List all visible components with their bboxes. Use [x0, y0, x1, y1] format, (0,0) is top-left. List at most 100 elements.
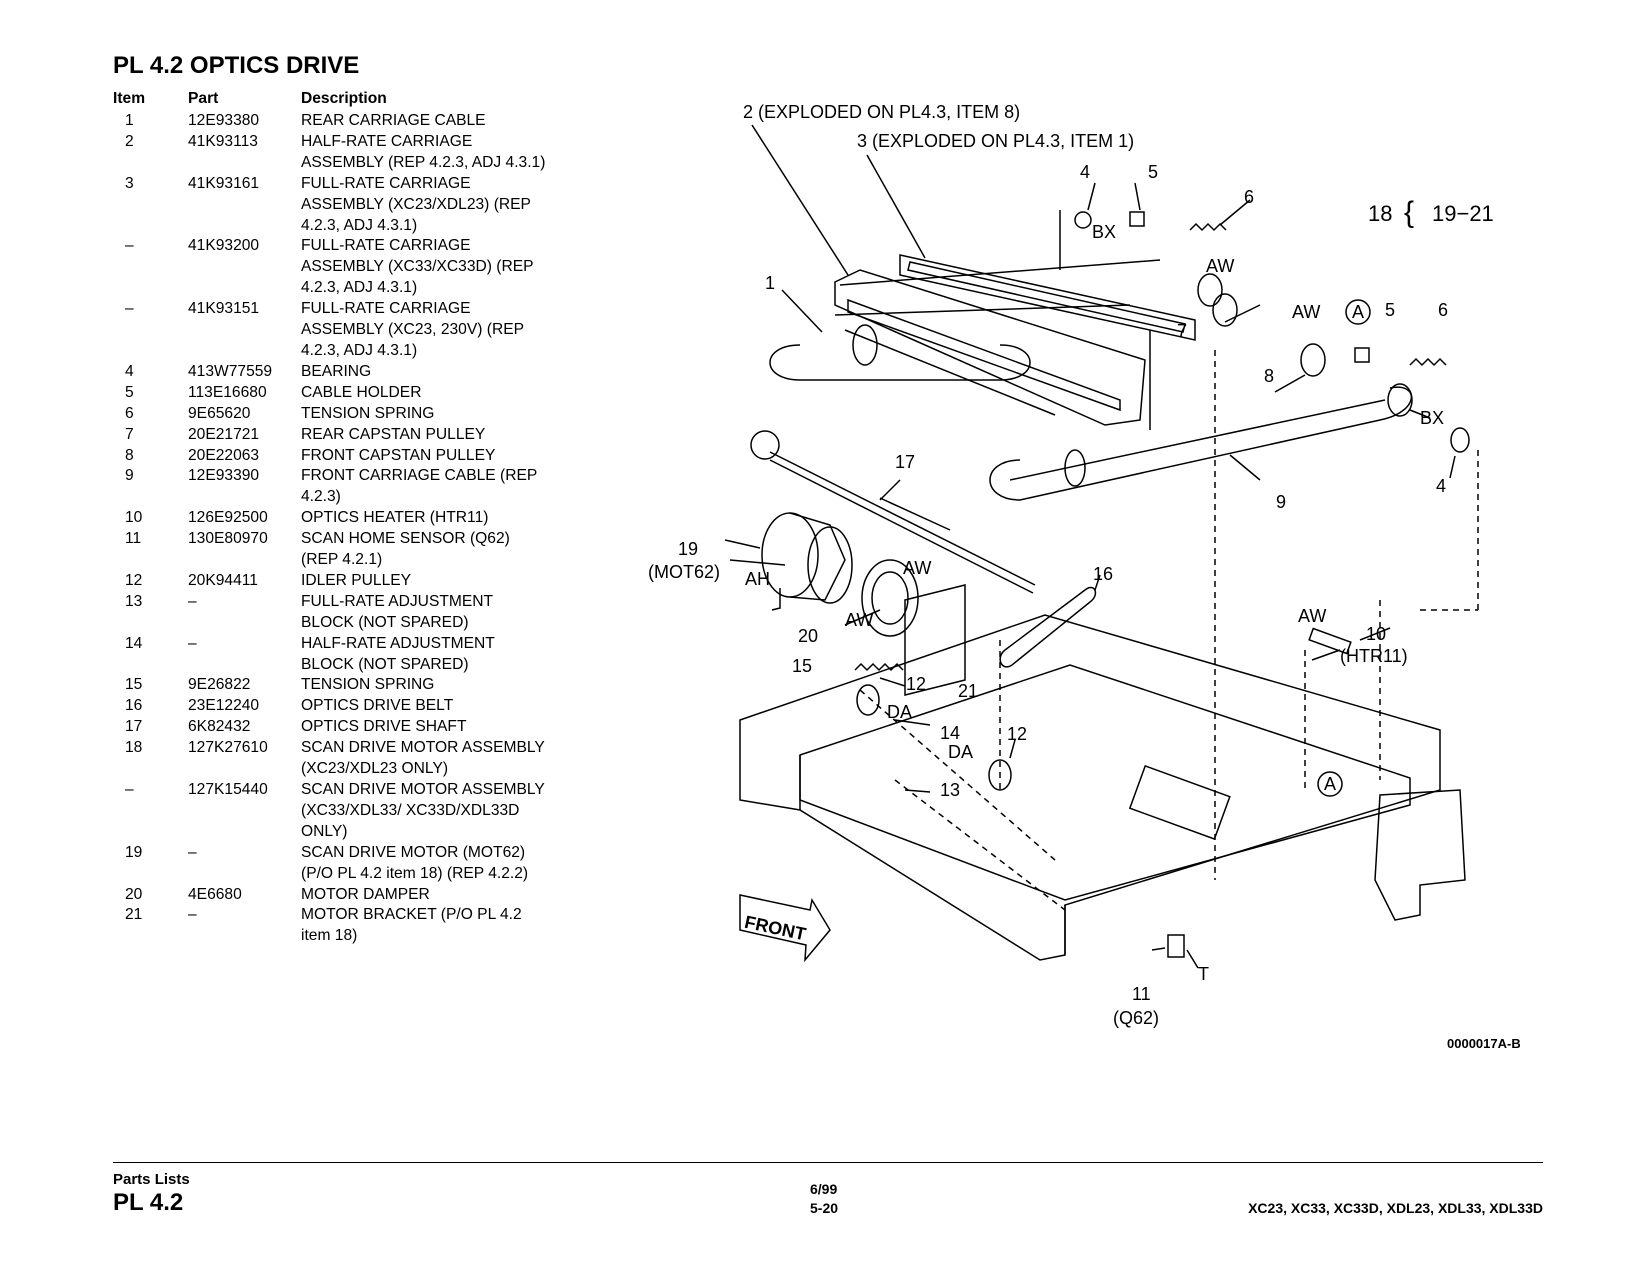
description-line: FULL-RATE CARRIAGE — [301, 300, 471, 318]
header-description: Description — [301, 90, 387, 107]
description-line: (REP 4.2.1) — [301, 551, 383, 569]
row-description: FRONT CAPSTAN PULLEY — [301, 446, 573, 467]
optics-drive-diagram: 2 (EXPLODED ON PL4.3, ITEM 8) 3 (EXPLODE… — [648, 102, 1520, 1050]
row-part-number: 6K82432 — [188, 718, 251, 736]
row-description: TENSION SPRING — [301, 675, 573, 696]
row-description: SCAN DRIVE MOTOR (MOT62)(P/O PL 4.2 item… — [301, 843, 573, 885]
callout-aw-1: AW — [1206, 256, 1234, 276]
row-description: BEARING — [301, 362, 573, 383]
description-line: FULL-RATE CARRIAGE — [301, 237, 471, 255]
callout-mot62: (MOT62) — [648, 562, 720, 582]
row-item-number: 1 — [125, 112, 134, 129]
description-line: 4.2.3, ADJ 4.3.1) — [301, 216, 418, 234]
callout-aw-3: AW — [903, 558, 931, 578]
description-line: TENSION SPRING — [301, 404, 435, 422]
row-part-number: 130E80970 — [188, 530, 268, 548]
row-item-number: 13 — [125, 592, 143, 610]
description-line: (XC33/XDL33/ XC33D/XDL33D — [301, 801, 520, 819]
row-item-number: 5 — [125, 383, 134, 401]
description-line: OPTICS DRIVE SHAFT — [301, 718, 467, 736]
page-title: PL 4.2 OPTICS DRIVE — [113, 52, 360, 79]
description-line: SCAN DRIVE MOTOR (MOT62) — [301, 843, 526, 861]
callout-circle-a-top: A — [1352, 302, 1364, 322]
row-description: MOTOR DAMPER — [301, 885, 573, 906]
footer-date: 6/99 — [810, 1181, 838, 1197]
footer-rule — [113, 1162, 1543, 1163]
footer-section-name: Parts Lists — [113, 1171, 190, 1188]
callout-14: 14 — [940, 723, 960, 743]
front-arrow-label: FRONT — [743, 912, 808, 944]
row-item-number: 20 — [125, 885, 143, 903]
row-item-number: 17 — [125, 718, 143, 736]
description-line: 4.2.3, ADJ 4.3.1) — [301, 341, 418, 359]
description-line: 4.2.3, ADJ 4.3.1) — [301, 279, 418, 297]
diagram-callouts: 2 (EXPLODED ON PL4.3, ITEM 8) 3 (EXPLODE… — [648, 102, 1520, 1050]
callout-12-right: 12 — [1007, 724, 1027, 744]
row-part-number: – — [188, 906, 197, 924]
description-line: CABLE HOLDER — [301, 383, 422, 401]
row-part-number: – — [188, 634, 197, 652]
diagram-linework — [724, 124, 1479, 969]
row-description: SCAN DRIVE MOTOR ASSEMBLY(XC23/XDL23 ONL… — [301, 738, 573, 780]
footer-parts-list-id: PL 4.2 — [113, 1189, 184, 1216]
row-part-number: 127K27610 — [188, 739, 268, 757]
callout-1: 1 — [765, 273, 775, 293]
callout-da-right: DA — [948, 742, 973, 762]
callout-bx-top: BX — [1092, 222, 1116, 242]
callout-16: 16 — [1093, 564, 1113, 584]
row-part-number: 41K93113 — [188, 132, 258, 150]
row-part-number: 126E92500 — [188, 509, 268, 527]
row-item-number: – — [125, 300, 134, 318]
description-line: 4.2.3) — [301, 488, 341, 506]
row-item-number: 4 — [125, 362, 134, 380]
callout-t: T — [1198, 964, 1209, 984]
description-line: MOTOR DAMPER — [301, 885, 430, 903]
row-description: CABLE HOLDER — [301, 383, 573, 404]
row-description: IDLER PULLEY — [301, 571, 573, 592]
table-row: 17 6K82432 OPTICS DRIVE SHAFT — [113, 717, 573, 738]
table-row: 11 130E80970 SCAN HOME SENSOR (Q62) (REP 4.… — [113, 529, 573, 571]
description-line: SCAN DRIVE MOTOR ASSEMBLY — [301, 781, 545, 798]
row-item-number: – — [125, 237, 134, 255]
row-description: REAR CAPSTAN PULLEY — [301, 425, 573, 446]
callout-21: 21 — [958, 681, 978, 701]
callout-ah: AH — [745, 569, 770, 589]
figure-number: 0000017A-BBB — [1447, 1036, 1520, 1050]
row-item-number: 19 — [125, 843, 143, 861]
description-line: IDLER PULLEY — [301, 571, 412, 589]
footer-page-number: 5-20 — [810, 1200, 839, 1216]
description-line: MOTOR BRACKET (P/O PL 4.2 — [301, 906, 522, 924]
description-line: ASSEMBLY (XC33/XC33D) (REP — [301, 258, 534, 276]
row-item-number: 8 — [125, 446, 134, 464]
description-line: SCAN HOME SENSOR (Q62) — [301, 530, 510, 548]
callout-15: 15 — [792, 656, 812, 676]
table-row: 19–SCAN DRIVE MOTOR (MOT62)(P/O PL 4.2 i… — [113, 843, 573, 885]
callout-4-top: 4 — [1080, 162, 1090, 182]
row-part-number: 41K93161 — [188, 174, 260, 192]
description-line: ONLY) — [301, 822, 348, 840]
row-item-number: 16 — [125, 697, 143, 715]
description-line: HALF-RATE CARRIAGE — [301, 132, 473, 150]
row-item-number: 7 — [125, 425, 134, 443]
row-item-number: 11 — [125, 530, 142, 548]
callout-2: 2 (EXPLODED ON PL4.3, ITEM 8) — [743, 102, 1020, 122]
row-item-number: – — [125, 781, 134, 798]
row-part-number: 20E21721 — [188, 425, 260, 443]
table-header-row: Item Part Description — [113, 89, 573, 111]
callout-da-left: DA — [887, 702, 912, 722]
table-row: 7 20E21721 REAR CAPSTAN PULLEY — [113, 425, 573, 446]
row-item-number: 2 — [125, 132, 134, 150]
row-description: FULL-RATE CARRIAGE ASSEMBLY (XC33/XC33D) … — [301, 236, 573, 299]
